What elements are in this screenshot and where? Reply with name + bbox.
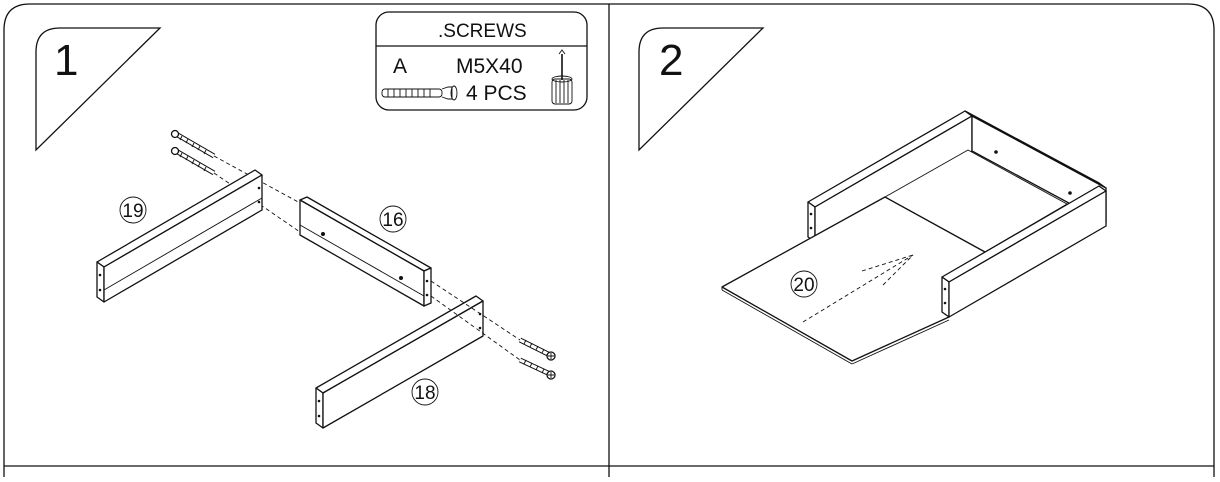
screw-a-4 bbox=[518, 357, 556, 380]
panel-18: 18 bbox=[315, 295, 484, 429]
panel-16: 16 bbox=[299, 196, 432, 307]
step-1-number: 1 bbox=[54, 36, 78, 85]
screw-size: M5X40 bbox=[456, 55, 523, 78]
part-label-20: 20 bbox=[790, 270, 818, 298]
screws-box-title: .SCREWS bbox=[438, 21, 527, 42]
screw-icon bbox=[381, 85, 458, 101]
part-label-19: 19 bbox=[119, 196, 147, 224]
screw-quantity: 4 PCS bbox=[466, 82, 527, 105]
drawer-box bbox=[807, 110, 1107, 253]
part-label-16: 16 bbox=[379, 205, 407, 233]
step-2-number-badge: 2 bbox=[638, 27, 765, 152]
step-1-number-badge: 1 bbox=[35, 27, 162, 152]
front-panel bbox=[941, 185, 1107, 318]
part-number-16: 16 bbox=[382, 210, 403, 231]
part-number-19: 19 bbox=[122, 201, 143, 222]
slide-arrow bbox=[802, 254, 914, 323]
screws-box: .SCREWS A M5X40 4 PCS bbox=[375, 11, 588, 111]
step-2-number: 2 bbox=[659, 36, 683, 85]
screw-letter: A bbox=[393, 55, 407, 78]
step-2-panel: 2 bbox=[638, 27, 1107, 365]
screw-a-2 bbox=[170, 146, 216, 176]
screw-a-3 bbox=[518, 337, 556, 361]
page-frame bbox=[3, 3, 1215, 477]
panel-19: 19 bbox=[96, 169, 263, 303]
part-label-18: 18 bbox=[411, 378, 439, 406]
part-number-20: 20 bbox=[793, 275, 814, 296]
screw-pair-left bbox=[170, 129, 301, 233]
screw-a-1 bbox=[170, 129, 216, 159]
screw-pair-right bbox=[430, 280, 556, 380]
part-number-18: 18 bbox=[414, 383, 435, 404]
screwdriver-icon bbox=[551, 49, 573, 105]
step-1-panel: 1 .SCREWS A M5X40 4 PCS bbox=[35, 11, 588, 429]
